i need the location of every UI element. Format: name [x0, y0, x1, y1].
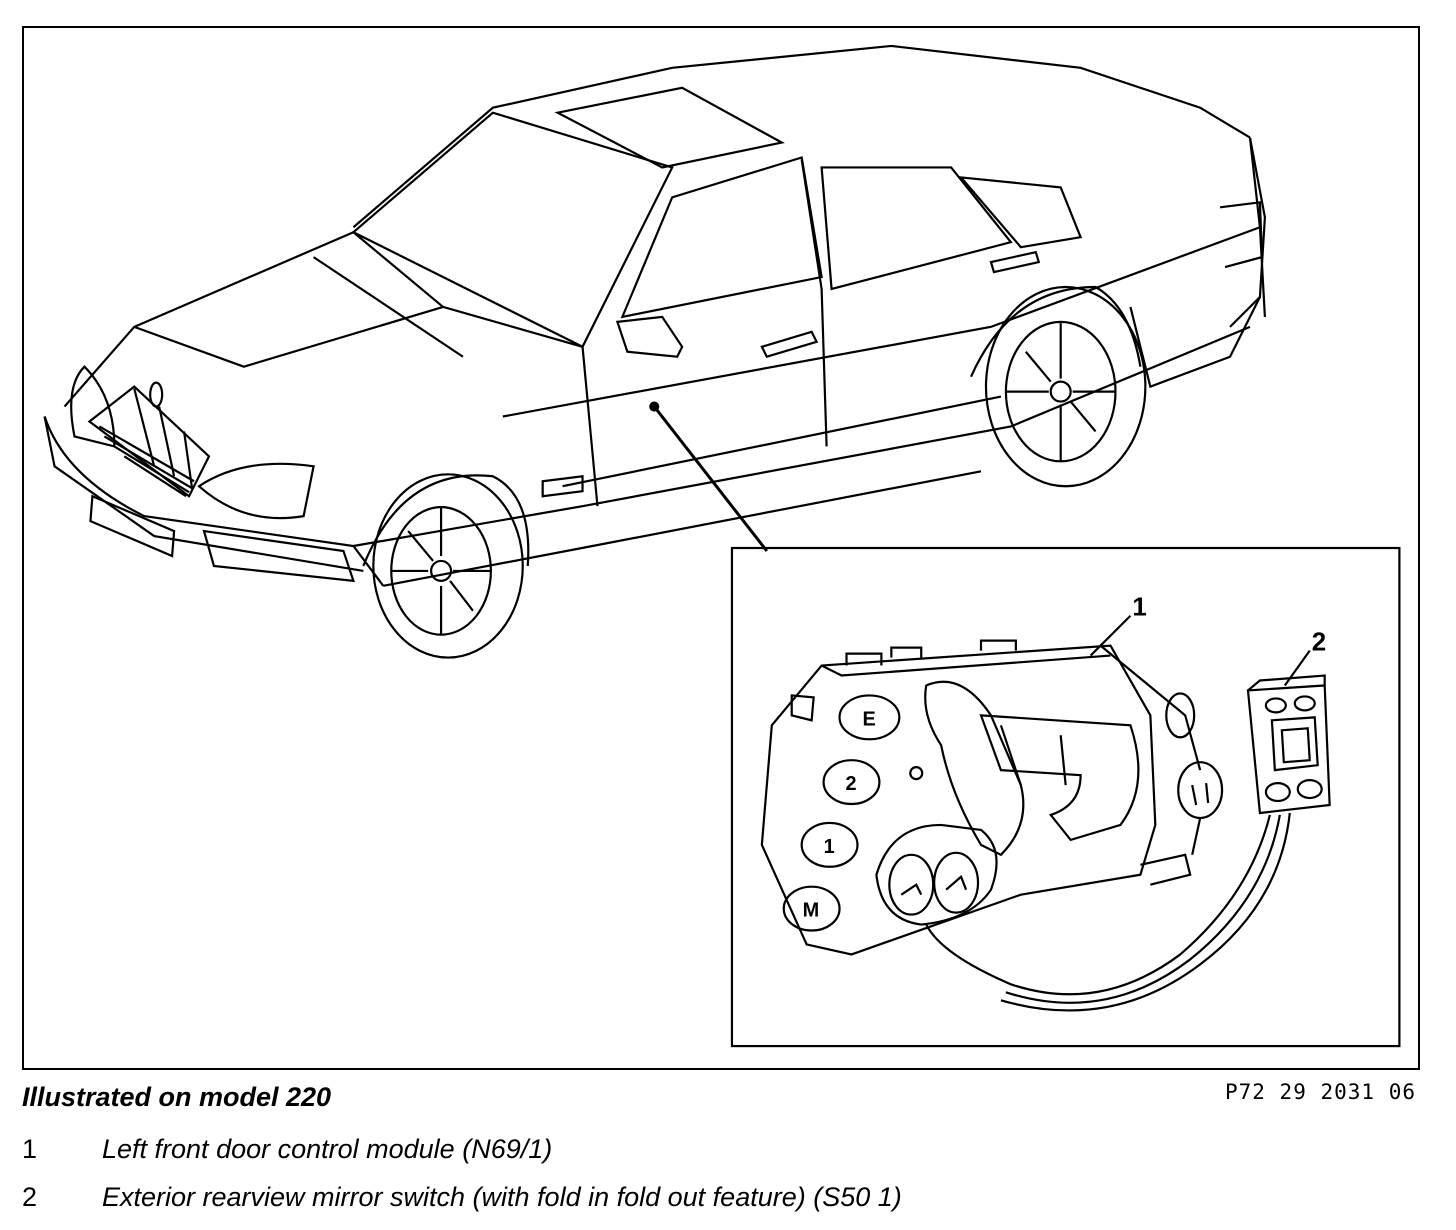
legend-text: Left front door control module (N69/1)	[102, 1134, 553, 1164]
mirror-switch	[925, 674, 1331, 1012]
legend-number: 1	[22, 1134, 38, 1164]
callout-2: 2	[1312, 629, 1326, 657]
callout-pointer	[653, 405, 769, 552]
legend-item-2: 2 Exterior rearview mirror switch (with f…	[22, 1182, 902, 1213]
callout-leader-2	[1283, 649, 1311, 687]
legend-item-1: 1 Left front door control module (N69/1)	[22, 1134, 552, 1165]
caption-title: Illustrated on model 220	[22, 1082, 332, 1112]
car-outline	[43, 44, 1267, 587]
rear-wheel	[984, 285, 1147, 488]
button-m-label: M	[803, 900, 820, 922]
button-1-label: 1	[824, 836, 835, 858]
front-wheel	[372, 473, 524, 659]
illustration-frame: 1 2 E 2 1 M	[22, 26, 1420, 1070]
door-control-module	[760, 639, 1224, 956]
car-diagram: 1 2 E 2 1 M	[43, 44, 1401, 1048]
button-2-label: 2	[846, 773, 857, 795]
detail-inset	[730, 546, 1401, 1048]
legend-text: Exterior rearview mirror switch (with fo…	[102, 1182, 902, 1212]
callout-1: 1	[1132, 594, 1146, 622]
button-e-label: E	[862, 708, 875, 730]
figure-code: P72 29 2031 06	[1224, 1080, 1416, 1104]
callout-leader-1	[1089, 614, 1132, 657]
legend-number: 2	[22, 1182, 38, 1212]
